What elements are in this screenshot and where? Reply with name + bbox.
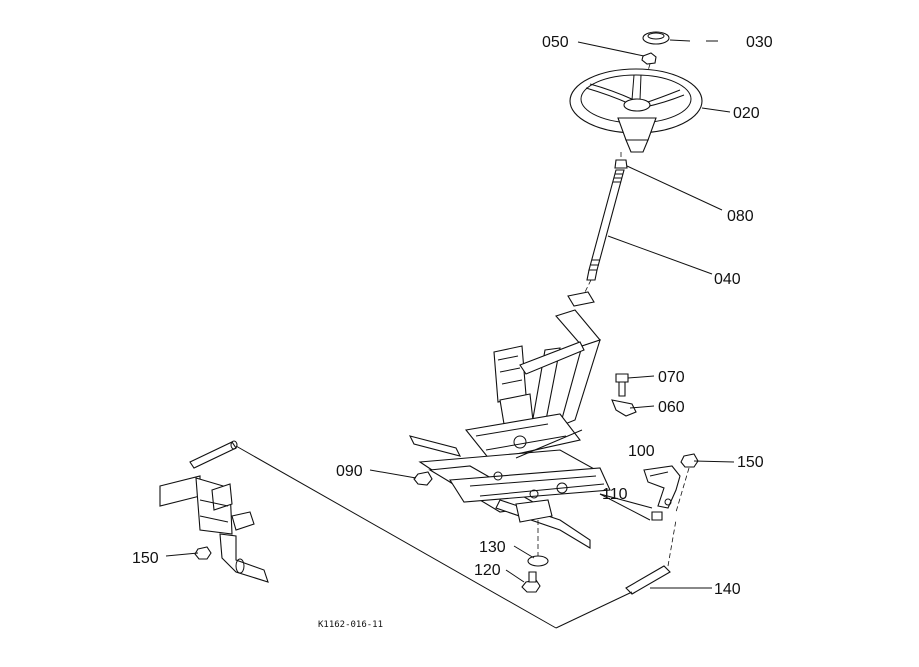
callout-100: 100 bbox=[628, 443, 655, 460]
part-lower-left-assembly bbox=[159, 440, 269, 583]
callout-150-left: 150 bbox=[132, 550, 159, 567]
part-rod-140 bbox=[625, 519, 677, 595]
callout-130: 130 bbox=[479, 539, 506, 556]
part-base-plate bbox=[408, 435, 611, 549]
callout-070: 070 bbox=[658, 369, 685, 386]
callout-020: 020 bbox=[733, 105, 760, 122]
callout-110: 110 bbox=[602, 486, 628, 503]
part-clip-060 bbox=[611, 399, 637, 417]
part-nut-090 bbox=[413, 471, 433, 486]
part-steering-wheel-020 bbox=[569, 68, 703, 153]
part-nut-150-left bbox=[194, 546, 212, 560]
part-bracket-100 bbox=[643, 465, 681, 521]
callout-080: 080 bbox=[727, 208, 754, 225]
callout-030: 030 bbox=[746, 34, 773, 51]
part-nut-150-right bbox=[675, 453, 699, 513]
part-washer-130 bbox=[527, 520, 549, 567]
callout-140: 140 bbox=[714, 581, 741, 598]
callout-120: 120 bbox=[474, 562, 501, 579]
part-nut-050 bbox=[636, 52, 657, 109]
part-nut-080 bbox=[614, 152, 628, 169]
part-column-bracket bbox=[464, 291, 601, 461]
callout-060: 060 bbox=[658, 399, 685, 416]
part-shaft-040 bbox=[581, 169, 625, 299]
callout-090: 090 bbox=[336, 463, 363, 480]
callout-150-right: 150 bbox=[737, 454, 764, 471]
linkage-line bbox=[235, 445, 633, 629]
part-bolt-070 bbox=[615, 373, 629, 397]
part-cap-030 bbox=[642, 31, 670, 45]
callout-040: 040 bbox=[714, 271, 741, 288]
diagram-reference-number: K1162-016-11 bbox=[318, 620, 383, 630]
part-bolt-120 bbox=[521, 571, 541, 593]
callout-050: 050 bbox=[542, 34, 569, 51]
leader-lines bbox=[165, 39, 735, 589]
